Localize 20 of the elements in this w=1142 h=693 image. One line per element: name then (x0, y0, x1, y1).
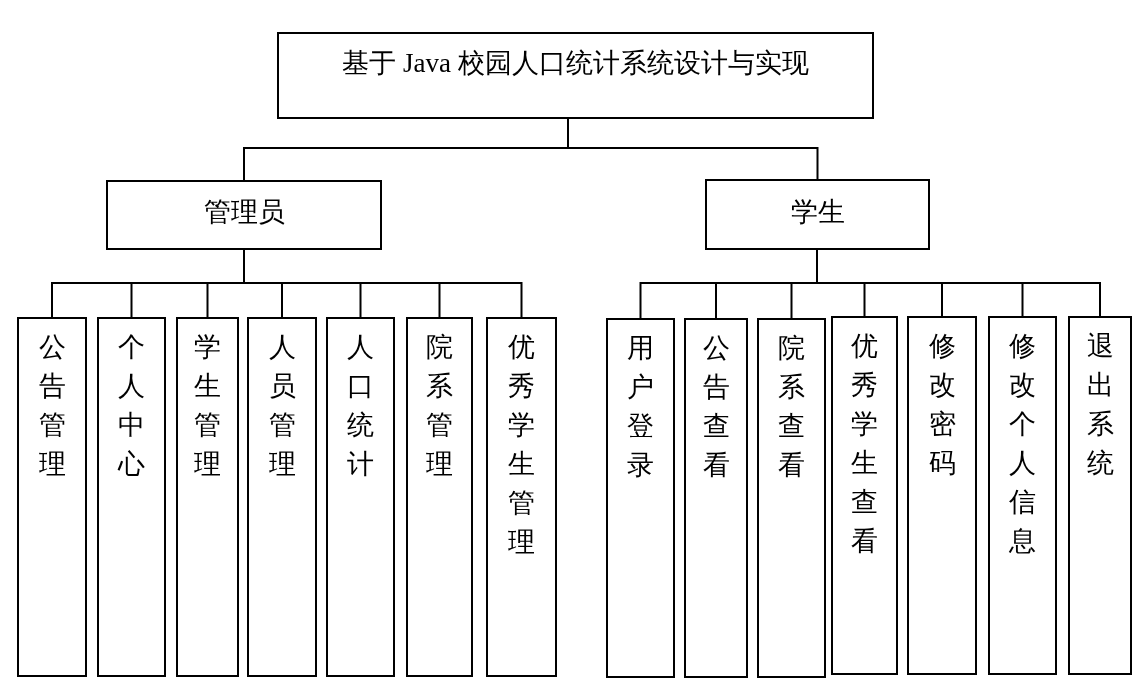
function-box: 学生管理 (176, 317, 239, 677)
role-box: 学生 (705, 179, 930, 250)
function-box: 用户登录 (606, 318, 675, 678)
function-box: 院系管理 (406, 317, 473, 677)
function-box: 个人中心 (97, 317, 166, 677)
function-box: 优秀学生管理 (486, 317, 557, 677)
function-box: 人员管理 (247, 317, 317, 677)
function-box: 修改个人信息 (988, 316, 1057, 675)
role-box: 管理员 (106, 180, 382, 250)
connector-line (243, 249, 523, 318)
function-box: 院系查看 (757, 318, 826, 678)
function-box: 公告查看 (684, 318, 748, 678)
function-box: 修改密码 (907, 316, 977, 675)
function-box: 公告管理 (17, 317, 87, 677)
function-box: 人口统计 (326, 317, 395, 677)
connector-line (567, 118, 819, 180)
function-box: 优秀学生查看 (831, 316, 898, 675)
function-box: 退出系统 (1068, 316, 1132, 675)
title-box: 基于 Java 校园人口统计系统设计与实现 (277, 32, 874, 119)
connector-line (816, 249, 1101, 317)
